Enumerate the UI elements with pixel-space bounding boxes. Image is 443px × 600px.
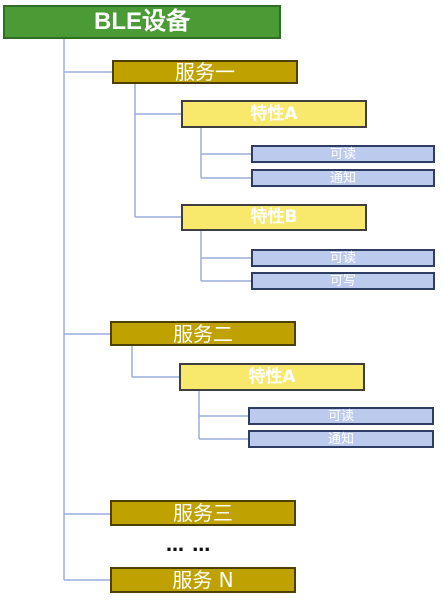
service-node-label: 服务三 — [173, 501, 233, 525]
property-node-s2-a-1: 可读 — [248, 407, 434, 425]
root-node-label: BLE设备 — [94, 8, 190, 35]
property-node-label: 可读 — [329, 250, 356, 266]
service-node-n: 服务 N — [110, 567, 296, 593]
property-node-label: 通知 — [329, 170, 356, 186]
service-node-label: 服务 N — [172, 568, 234, 592]
service-node-3: 服务三 — [110, 500, 296, 526]
characteristic-node-label: 特性B — [250, 207, 298, 227]
ellipsis-text: … … — [166, 535, 212, 556]
property-node-label: 可读 — [327, 408, 354, 424]
property-node-s1-a-1: 可读 — [251, 145, 435, 163]
service-node-label: 服务一 — [175, 60, 235, 84]
characteristic-node-label: 特性A — [250, 103, 298, 124]
property-node-s1-b-2: 可写 — [251, 272, 435, 290]
characteristic-node-s2-a: 特性A — [179, 363, 365, 391]
service-node-2: 服务二 — [110, 321, 296, 346]
service-node-label: 服务二 — [173, 321, 233, 346]
characteristic-node-s1-b: 特性B — [181, 204, 367, 231]
characteristic-node-label: 特性A — [248, 366, 296, 387]
property-node-s1-b-1: 可读 — [251, 249, 435, 267]
service-node-1: 服务一 — [112, 60, 298, 84]
property-node-label: 可写 — [329, 273, 356, 289]
property-node-s2-a-2: 通知 — [248, 430, 434, 448]
characteristic-node-s1-a: 特性A — [181, 100, 367, 128]
property-node-label: 通知 — [327, 431, 354, 447]
root-node-ble-device: BLE设备 — [3, 5, 281, 39]
property-node-label: 可读 — [329, 146, 356, 162]
property-node-s1-a-2: 通知 — [251, 169, 435, 187]
